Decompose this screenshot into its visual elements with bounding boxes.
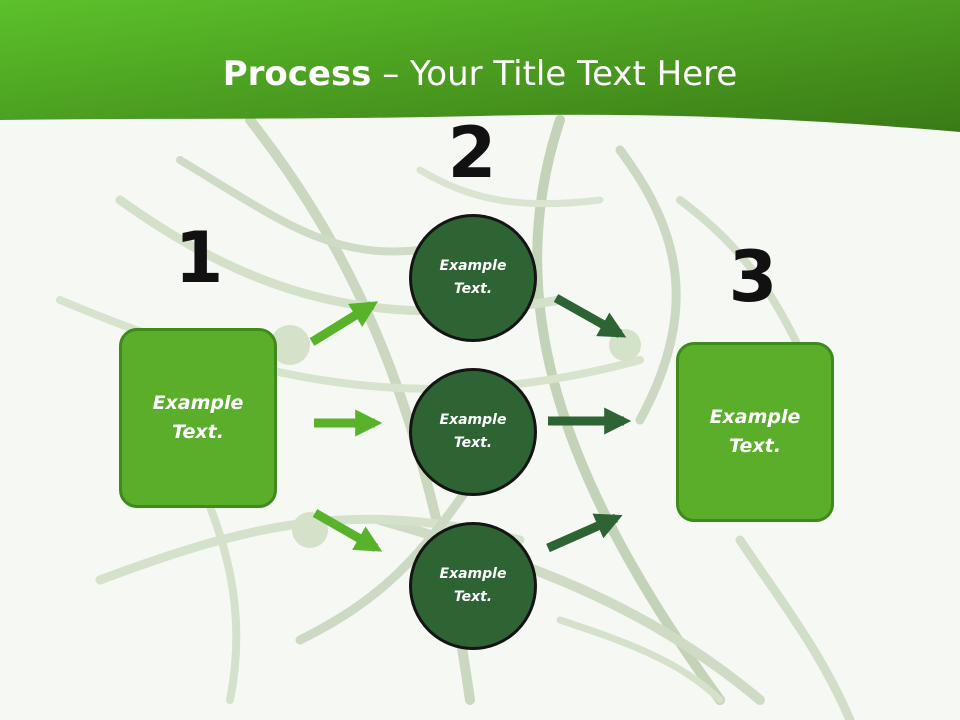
step-3-label: Example Text.: [709, 406, 801, 457]
step-number-2: 2: [447, 112, 497, 194]
step-number-3: 3: [728, 236, 778, 318]
circle-bottom-label: Example Text.: [439, 566, 507, 605]
step-1-box: Example Text.: [119, 328, 277, 508]
step-1-label: Example Text.: [152, 392, 244, 443]
circle-bottom: Example Text.: [409, 522, 537, 650]
slide-title: Process – Your Title Text Here: [0, 52, 960, 96]
title-rest: – Your Title Text Here: [371, 54, 738, 94]
step-number-1: 1: [174, 217, 224, 299]
circle-top: Example Text.: [409, 214, 537, 342]
circle-top-label: Example Text.: [439, 258, 507, 297]
circle-middle: Example Text.: [409, 368, 537, 496]
header-banner: [0, 0, 960, 132]
title-bold: Process: [222, 54, 372, 94]
step-3-box: Example Text.: [676, 342, 834, 522]
circle-middle-label: Example Text.: [439, 412, 507, 451]
